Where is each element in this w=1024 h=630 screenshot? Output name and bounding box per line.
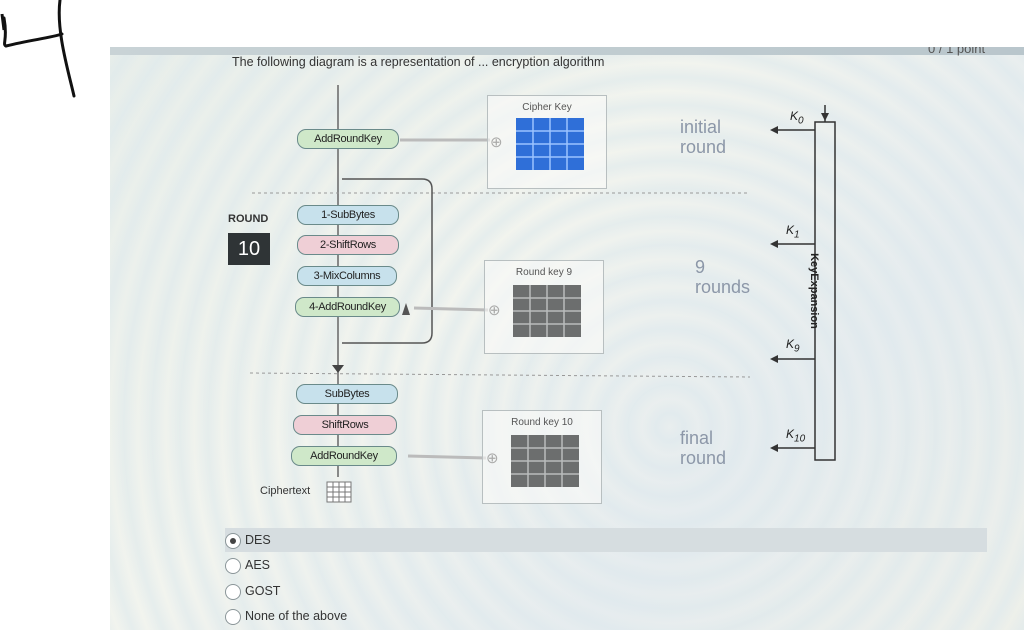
ciphertext-label: Ciphertext [260,485,311,497]
k9-label: K9 [786,337,800,355]
question-text: The following diagram is a representatio… [232,55,605,69]
step-mixcolumns: 3-MixColumns [297,266,397,286]
ciphertext-grid-icon [326,481,352,503]
pen-scribble [0,0,76,98]
final-step-shiftrows: ShiftRows [293,415,397,435]
option-none-label: None of the above [245,609,348,623]
k0-label: K0 [790,109,804,127]
final-step-addroundkey: AddRoundKey [291,446,397,466]
quiz-photo: 0 / 1 point The following diagram is a r… [110,47,1024,630]
step-addroundkey: 4-AddRoundKey [295,297,400,317]
round-key-10-label: Round key 10 [511,417,573,428]
final-round-label: final round [680,428,727,468]
round-label: ROUND [228,213,269,225]
cipher-key-label: Cipher Key [522,102,572,113]
cipher-key-box: Cipher Key [487,95,607,189]
nine-rounds-label: 9 rounds [695,257,751,297]
cipher-key-grid [516,118,584,170]
radio-none[interactable] [225,609,241,625]
radio-des[interactable] [225,533,241,549]
option-des-label: DES [245,533,271,547]
round-key-9-label: Round key 9 [515,267,573,278]
diagram-lines [249,85,836,477]
option-gost-label: GOST [245,584,281,598]
step-subbytes: 1-SubBytes [297,205,399,225]
step-shiftrows: 2-ShiftRows [297,235,399,255]
header-band [110,47,1024,55]
k1-label: K1 [786,223,800,241]
selected-option-highlight [225,528,987,552]
radio-aes[interactable] [225,558,241,574]
final-step-subbytes: SubBytes [296,384,398,404]
round-key-9-grid [513,285,581,337]
round-key-9-box: Round key 9 [484,260,604,354]
option-aes-label: AES [245,558,271,572]
k10-label: K10 [786,427,806,445]
round-key-10-box: Round key 10 [482,410,602,504]
round-key-10-grid [511,435,579,487]
initial-round-label: initial round [680,117,727,157]
round-counter: 10 [228,233,270,265]
points-badge: 0 / 1 point [928,47,986,56]
key-expansion-label: KeyExpansion [808,253,820,329]
radio-gost[interactable] [225,584,241,600]
step-initial-addroundkey: AddRoundKey [297,129,399,149]
